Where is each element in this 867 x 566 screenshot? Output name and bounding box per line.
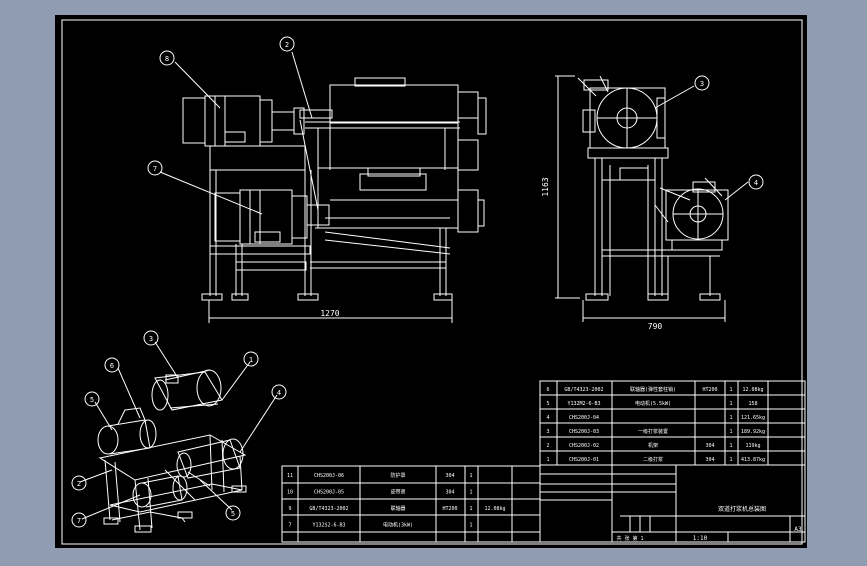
bom-upper-code: Y132M2-6-B3 bbox=[567, 401, 600, 407]
balloon-iso-7: 7 bbox=[77, 517, 81, 525]
isometric-view bbox=[79, 341, 278, 533]
bom-upper-name: 联轴器(弹性套柱销) bbox=[630, 386, 676, 393]
sheet-size: A3 bbox=[794, 526, 802, 533]
bom-lower-code: GB/T4323-2002 bbox=[309, 506, 348, 512]
bom-upper-material: HT200 bbox=[702, 387, 717, 393]
bom-lower-code: CHS200J-06 bbox=[314, 473, 344, 479]
front-view bbox=[159, 51, 487, 323]
balloon-front-2: 2 bbox=[285, 41, 289, 49]
bom-upper-code: CHS200J-02 bbox=[569, 443, 599, 449]
balloon-iso-1: 1 bbox=[249, 356, 253, 364]
bom-lower-qty: 1 bbox=[469, 523, 472, 529]
bom-upper-material: 304 bbox=[705, 443, 714, 449]
bom-lower-code: Y132S2-6-B3 bbox=[312, 523, 345, 529]
bom-upper-name: 机架 bbox=[648, 442, 658, 449]
balloon-side-4: 4 bbox=[754, 179, 758, 187]
bom-lower-no: 10 bbox=[287, 490, 293, 496]
front-width-dimension: 1270 bbox=[320, 309, 339, 318]
bom-lower-material: 304 bbox=[445, 473, 454, 479]
side-height-dimension: 1163 bbox=[541, 177, 550, 196]
bom-upper-qty: 1 bbox=[729, 457, 732, 463]
bom-upper-no: 3 bbox=[546, 429, 549, 435]
balloon-iso-6: 6 bbox=[110, 362, 114, 370]
bom-upper-weight: 413.87kg bbox=[741, 457, 765, 463]
bom-upper-qty: 1 bbox=[729, 415, 732, 421]
balloon-front-7: 7 bbox=[153, 165, 157, 173]
bom-upper-code: CHS200J-04 bbox=[569, 415, 599, 421]
side-width-dimension: 790 bbox=[648, 322, 663, 331]
balloon-front-8: 8 bbox=[165, 55, 169, 63]
bom-lower-code: CHS200J-05 bbox=[314, 490, 344, 496]
bom-upper-qty: 1 bbox=[729, 443, 732, 449]
bom-lower-name: 联轴器 bbox=[390, 505, 405, 512]
bom-upper-no: 1 bbox=[546, 457, 549, 463]
bom-lower-qty: 1 bbox=[469, 506, 472, 512]
bom-upper-qty: 1 bbox=[729, 387, 732, 393]
bom-upper-no: 5 bbox=[546, 401, 549, 407]
bom-lower-name: 皮带罩 bbox=[390, 489, 405, 496]
drawing-sheet bbox=[55, 15, 807, 548]
title-block bbox=[539, 464, 806, 543]
bom-lower-name: 防护罩 bbox=[390, 472, 405, 479]
bom-lower-material: HT200 bbox=[442, 506, 457, 512]
bom-upper-weight: 12.08kg bbox=[742, 387, 763, 393]
bom-table-lower bbox=[281, 465, 541, 543]
bom-lower-weight: 12.08kg bbox=[484, 506, 505, 512]
sheet-note: 共 张 第 1 bbox=[616, 535, 643, 542]
bom-upper-no: 2 bbox=[546, 443, 549, 449]
drawing-frame bbox=[61, 19, 803, 545]
bom-upper-no: 4 bbox=[546, 415, 549, 421]
balloon-side-3: 3 bbox=[700, 80, 704, 88]
bom-upper-weight: 119kg bbox=[745, 443, 760, 449]
bom-upper-qty: 1 bbox=[729, 429, 732, 435]
bom-lower-no: 7 bbox=[288, 523, 291, 529]
bom-table-upper bbox=[539, 380, 806, 466]
balloon-iso-2: 2 bbox=[77, 480, 81, 488]
side-view bbox=[555, 75, 749, 322]
bom-lower-name: 电动机(3kW) bbox=[383, 522, 413, 529]
balloon-iso-5a: 5 bbox=[90, 396, 94, 404]
bom-upper-qty: 1 bbox=[729, 401, 732, 407]
bom-upper-name: 电动机(5.5kW) bbox=[635, 400, 671, 407]
bom-lower-qty: 1 bbox=[469, 473, 472, 479]
bom-upper-weight: 158 bbox=[748, 401, 757, 407]
bom-upper-no: 6 bbox=[546, 387, 549, 393]
bom-upper-weight: 189.92kg bbox=[741, 429, 765, 435]
bom-upper-name: 二级打浆 bbox=[643, 456, 663, 463]
bom-lower-material: 304 bbox=[445, 490, 454, 496]
balloon-iso-4: 4 bbox=[277, 389, 281, 397]
bom-upper-code: GB/T4323-2002 bbox=[564, 387, 603, 393]
balloon-iso-3: 3 bbox=[149, 335, 153, 343]
bom-upper-material: 304 bbox=[705, 457, 714, 463]
drawing-title: 双道打浆机总装图 bbox=[718, 505, 766, 513]
bom-upper-code: CHS200J-03 bbox=[569, 429, 599, 435]
bom-lower-no: 9 bbox=[288, 506, 291, 512]
balloon-iso-5b: 5 bbox=[231, 510, 235, 518]
bom-lower-no: 11 bbox=[287, 473, 293, 479]
bom-lower-qty: 1 bbox=[469, 490, 472, 496]
bom-upper-name: 一级打浆装置 bbox=[638, 428, 668, 435]
bom-upper-code: CHS200J-01 bbox=[569, 457, 599, 463]
bom-upper-weight: 121.65kg bbox=[741, 415, 765, 421]
drawing-scale: 1:10 bbox=[693, 535, 708, 542]
